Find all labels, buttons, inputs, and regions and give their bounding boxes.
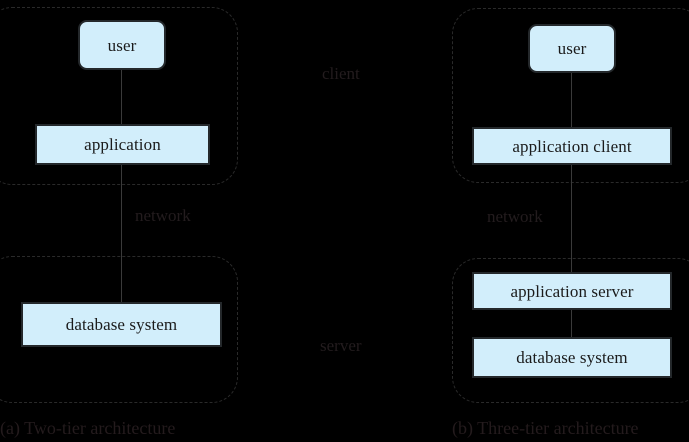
- three-tier-node-application-client[interactable]: application client: [472, 127, 672, 165]
- server-tier-label: server: [320, 336, 362, 355]
- three-tier-server-tier-container: [452, 258, 689, 403]
- three-tier-node-user-label: user: [557, 39, 587, 58]
- two-tier-node-database-system-label: database system: [65, 315, 178, 334]
- three-tier-network-label: network: [487, 207, 543, 226]
- two-tier-caption: (a) Two-tier architecture: [0, 418, 176, 438]
- two-tier-node-user-label: user: [107, 35, 137, 55]
- two-tier-connector-network: [121, 164, 123, 306]
- three-tier-node-user[interactable]: user: [528, 24, 616, 73]
- two-tier-node-database-system[interactable]: database system: [21, 302, 222, 347]
- three-tier-node-application-client-label: application client: [512, 136, 632, 156]
- three-tier-connector-appserver-database: [571, 310, 573, 337]
- two-tier-node-user[interactable]: user: [78, 20, 166, 70]
- three-tier-node-application-server[interactable]: application server: [472, 272, 672, 310]
- client-tier-label: client: [322, 64, 360, 83]
- two-tier-node-application[interactable]: application: [35, 124, 210, 165]
- two-tier-network-label: network: [135, 206, 191, 225]
- three-tier-caption: (b) Three-tier architecture: [452, 418, 639, 438]
- three-tier-connector-user-application-client: [571, 73, 573, 127]
- three-tier-node-application-server-label: application server: [510, 281, 634, 301]
- two-tier-client-tier-container: [0, 7, 238, 185]
- two-tier-connector-user-application: [121, 69, 123, 125]
- three-tier-node-database-system[interactable]: database system: [472, 337, 672, 378]
- three-tier-node-database-system-label: database system: [516, 348, 628, 367]
- three-tier-connector-network: [571, 165, 573, 276]
- two-tier-node-application-label: application: [84, 135, 161, 154]
- two-tier-server-tier-container: [0, 256, 238, 403]
- three-tier-client-tier-container: [452, 8, 689, 183]
